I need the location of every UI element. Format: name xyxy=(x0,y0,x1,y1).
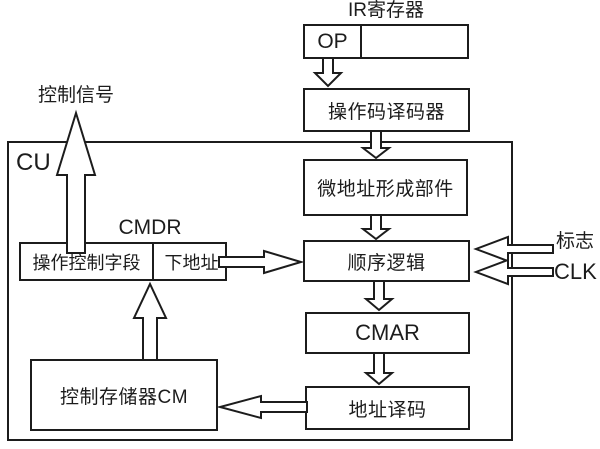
ir-field-divider xyxy=(360,26,362,57)
control-signal-label: 控制信号 xyxy=(38,85,115,106)
flag-label: 标志 xyxy=(556,231,595,252)
cmdr-title: CMDR xyxy=(118,216,182,240)
address-decoder-box: 地址译码 xyxy=(305,386,470,430)
cmdr-next-address-field: 下地址 xyxy=(164,252,219,273)
control-memory-box: 控制存储器CM xyxy=(30,359,218,431)
opcode-decoder-box: 操作码译码器 xyxy=(303,88,470,132)
clk-label: CLK xyxy=(554,259,597,284)
ir-register-box: OP xyxy=(303,24,469,59)
sequential-logic-box: 顺序逻辑 xyxy=(303,240,470,282)
arrow-ir-to-opcode-decoder xyxy=(312,57,344,88)
cmdr-box: 操作控制字段 下地址 xyxy=(19,242,227,281)
cmdr-operation-control-field: 操作控制字段 xyxy=(21,244,154,279)
ir-op-field: OP xyxy=(317,29,348,53)
ir-register-title: IR寄存器 xyxy=(347,0,424,21)
cu-label: CU xyxy=(16,149,51,176)
micro-address-unit-box: 微地址形成部件 xyxy=(303,159,468,216)
cmar-box: CMAR xyxy=(305,312,470,354)
